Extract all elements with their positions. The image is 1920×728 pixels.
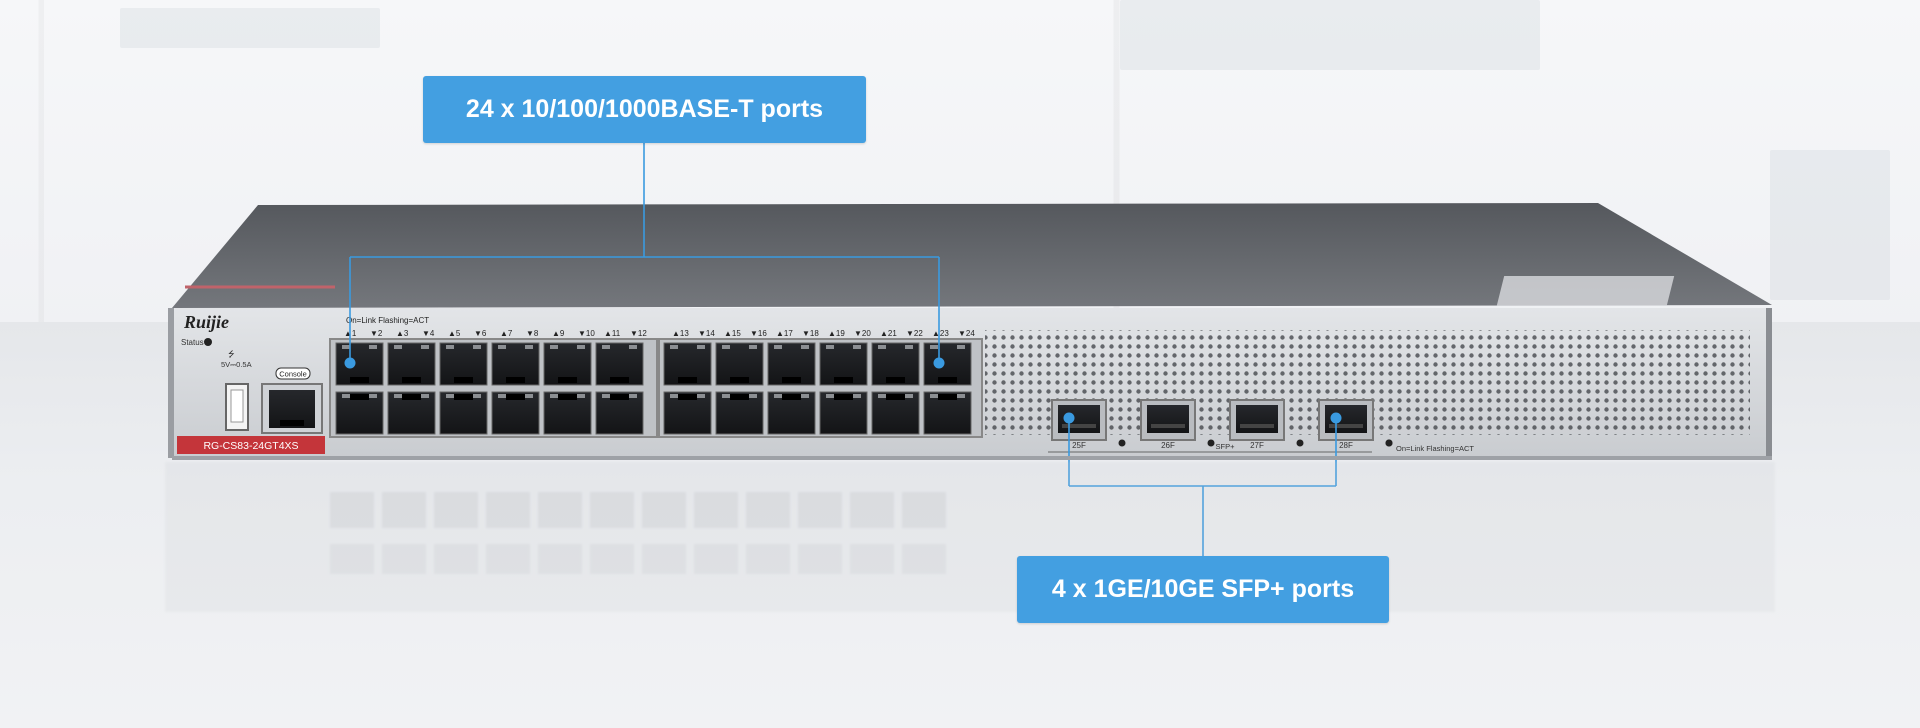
rj45-port: [595, 342, 644, 386]
port-number-label: ▼16: [750, 329, 767, 338]
port-number-label: ▲19: [828, 329, 845, 338]
rj45-port: [491, 391, 540, 435]
usb-icon: ⭍: [228, 350, 235, 359]
port-number-label: ▼12: [630, 329, 647, 338]
sfp-port: 27F: [1229, 399, 1304, 450]
rj45-port: [923, 342, 972, 386]
chassis-top: [172, 203, 1772, 308]
port-number-label: ▲7: [500, 329, 513, 338]
sfp-port-label: 26F: [1161, 441, 1175, 450]
port-number-label: ▲23: [932, 329, 949, 338]
port-number-label: ▼22: [906, 329, 923, 338]
rj45-port: [819, 342, 868, 386]
callout-dot: [1330, 412, 1342, 424]
callout-dot: [1063, 412, 1075, 424]
port-number-label: ▲9: [552, 329, 565, 338]
port-number-label: ▼24: [958, 329, 975, 338]
chassis-bottom-edge: [172, 456, 1772, 460]
rj45-port: [715, 391, 764, 435]
sfp-port: 25F: [1051, 399, 1126, 450]
rj45-port: [439, 342, 488, 386]
rj45-port: [663, 342, 712, 386]
rj45-port: [595, 391, 644, 435]
sfp-port: 26F: [1140, 399, 1215, 450]
port-number-label: ▼18: [802, 329, 819, 338]
rj45-port: [767, 391, 816, 435]
background-block: [1770, 150, 1890, 300]
rj45-port: [543, 391, 592, 435]
background-block: [1120, 0, 1540, 70]
background-block: [120, 8, 380, 48]
usb-label: 5V⎓0.5A: [221, 360, 252, 369]
rj45-port: [543, 342, 592, 386]
rj45-port: [387, 391, 436, 435]
floor-reflection: [165, 462, 1775, 612]
rj45-port: [335, 391, 384, 435]
port-number-label: ▲3: [396, 329, 409, 338]
port-number-label: ▲5: [448, 329, 461, 338]
callout-leader-top: [349, 143, 940, 362]
port-number-label: ▼6: [474, 329, 487, 338]
rj45-port-labels: ▲1▼2▲3▼4▲5▼6▲7▼8▲9▼10▲11▼12▲13▼14▲15▼16▲…: [344, 329, 975, 338]
callout-dot: [933, 357, 945, 369]
sfp-port-label: 28F: [1339, 441, 1353, 450]
sfp-port-label: 25F: [1072, 441, 1086, 450]
rj45-port: [767, 342, 816, 386]
status-label: Status: [181, 338, 204, 347]
sfp-led-legend: On=Link Flashing=ACT: [1396, 444, 1474, 453]
sfp-port-group: 25F 26F 27F 28F: [1048, 399, 1393, 453]
sfp-port: 28F: [1318, 399, 1393, 450]
model-label: RG-CS83-24GT4XS: [203, 440, 298, 452]
brand-logo: Ruijie: [183, 312, 229, 332]
callout-leader-bottom: [1068, 418, 1337, 556]
port-number-label: ▲11: [604, 329, 621, 338]
port-number-label: ▲15: [724, 329, 741, 338]
led-legend: On=Link Flashing=ACT: [346, 316, 429, 325]
port-number-label: ▲21: [880, 329, 897, 338]
model-badge: [177, 436, 325, 454]
chassis-label-sticker: [1496, 276, 1675, 306]
port-number-label: ▼8: [526, 329, 539, 338]
rj45-port: [663, 391, 712, 435]
rj45-port: [923, 391, 972, 435]
rj45-port: [819, 391, 868, 435]
status-led: [204, 338, 212, 346]
port-number-label: ▼10: [578, 329, 595, 338]
rj45-port: [335, 342, 384, 386]
port-number-label: ▼14: [698, 329, 715, 338]
callout-sfp-ports: 4 x 1GE/10GE SFP+ ports: [1017, 556, 1389, 623]
rj45-port: [871, 391, 920, 435]
rj45-port: [439, 391, 488, 435]
port-number-label: ▲17: [776, 329, 793, 338]
console-label: Console: [279, 370, 307, 379]
rj45-port: [871, 342, 920, 386]
rj45-port: [491, 342, 540, 386]
callout-rj45-ports: 24 x 10/100/1000BASE-T ports: [423, 76, 866, 143]
port-number-label: ▼2: [370, 329, 383, 338]
port-number-label: ▲13: [672, 329, 689, 338]
port-number-label: ▼20: [854, 329, 871, 338]
rj45-port: [387, 342, 436, 386]
rj45-port-group: [335, 342, 972, 435]
port-number-label: ▼4: [422, 329, 435, 338]
rj45-port: [715, 342, 764, 386]
sfp-port-label: 27F: [1250, 441, 1264, 450]
callout-dot: [344, 357, 356, 369]
sfp-group-label: SFP+: [1216, 442, 1236, 451]
